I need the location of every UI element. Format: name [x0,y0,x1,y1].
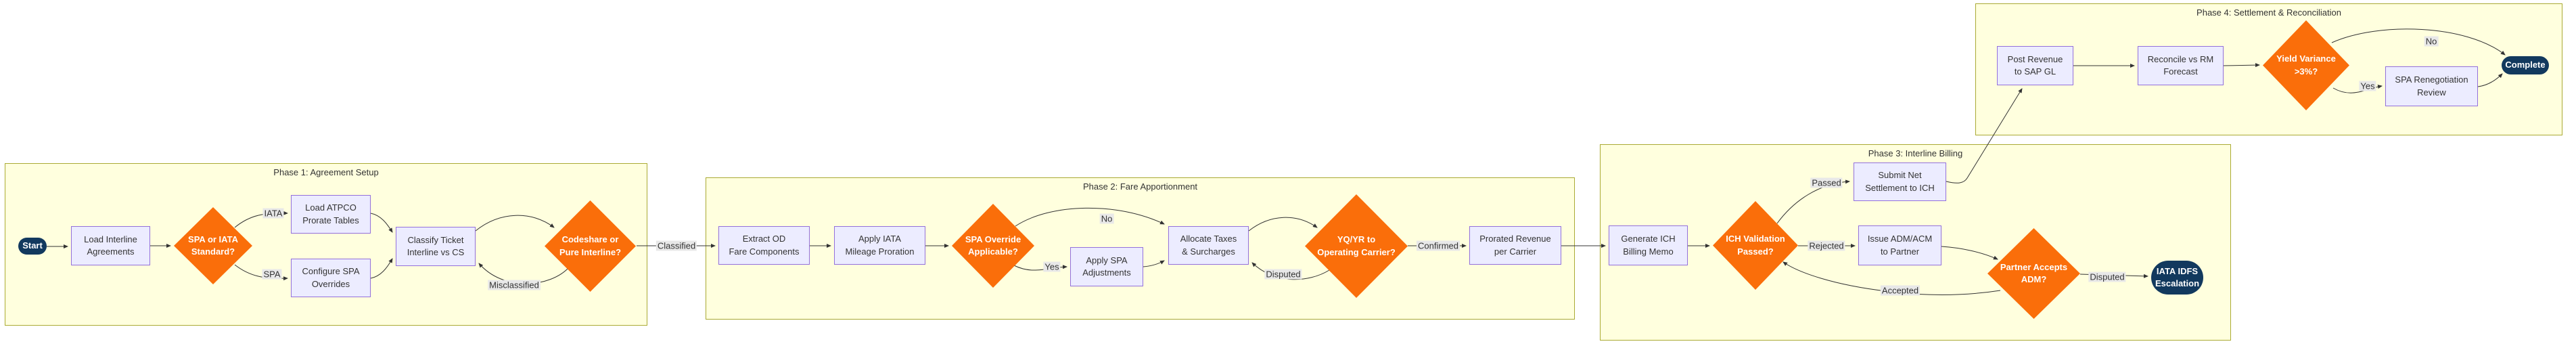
edge-label-adm-disputed: Disputed [2088,271,2126,282]
node-prorated-revenue-per-carrier: Prorated Revenue per Carrier [1469,226,1561,265]
edge-yield-variance-to-spa-renegotiation-yes [2332,85,2383,93]
decision-label: Partner Accepts ADM? [2000,261,2068,284]
node-issue-adm-acm-to-partner: Issue ADM/ACM to Partner [1858,225,1941,265]
edge-classify-to-codeshare [475,215,555,232]
node-apply-spa-adjustments: Apply SPA Adjustments [1070,247,1143,286]
edge-label-ich-rejected: Rejected [1808,240,1845,251]
node-load-interline-agreements: Load Interline Agreements [71,226,150,265]
decision-label: ICH Validation Passed? [1726,234,1785,257]
edge-label-yqyr-confirmed: Confirmed [1417,240,1460,251]
node-spa-renegotiation-review: SPA Renegotiation Review [2385,66,2478,106]
edge-spa-override-to-apply-spa-yes [1013,265,1067,271]
node-ich-validation-passed-decision: ICH Validation Passed? [1713,201,1798,290]
edge-label-yield-yes: Yes [2359,81,2376,91]
node-reconcile-vs-rm-forecast: Reconcile vs RM Forecast [2138,46,2224,85]
edge-label-spa: SPA [262,269,282,280]
edge-load-atpco-to-classify [370,213,393,233]
decision-label: SPA or IATA Standard? [188,234,238,257]
edge-issue-adm-to-partner-accepts [1941,246,1998,260]
node-configure-spa-overrides: Configure SPA Overrides [291,259,371,297]
edge-spa-renegotiation-to-complete [2477,73,2503,87]
edge-label-iata: IATA [262,208,284,219]
node-load-atpco-prorate-tables: Load ATPCO Prorate Tables [291,195,371,234]
edge-label-yqyr-disputed: Disputed [1264,269,1302,280]
node-spa-override-applicable-decision: SPA Override Applicable? [952,204,1034,288]
edge-allocate-to-yqyr [1248,217,1318,232]
node-yqyr-to-operating-carrier-decision: YQ/YR to Operating Carrier? [1305,194,1408,298]
edge-label-yield-no: No [2424,36,2439,47]
decision-label: SPA Override Applicable? [965,234,1021,257]
decision-label: Codeshare or Pure Interline? [559,234,622,257]
node-complete: Complete [2502,56,2549,74]
node-spa-or-iata-standard-decision: SPA or IATA Standard? [174,207,252,284]
node-classify-ticket: Classify Ticket Interline vs CS [396,227,476,266]
edge-label-misclassified: Misclassified [488,280,540,290]
edge-label-classified: Classified [656,240,697,251]
node-generate-ich-billing-memo: Generate ICH Billing Memo [1609,225,1688,265]
edge-label-spa-override-no: No [1099,213,1114,224]
node-partner-accepts-adm-decision: Partner Accepts ADM? [1987,228,2080,319]
node-extract-od-fare-components: Extract OD Fare Components [718,226,810,265]
phase-1-title: Phase 1: Agreement Setup [273,167,379,177]
node-allocate-taxes-surcharges: Allocate Taxes & Surcharges [1168,226,1249,265]
edge-label-adm-accepted: Accepted [1880,285,1920,296]
edge-yqyr-to-allocate-disputed [1251,262,1330,280]
edge-apply-spa-to-allocate [1143,260,1165,267]
node-yield-variance-decision: Yield Variance >3%? [2263,20,2349,110]
node-apply-iata-mileage-proration: Apply IATA Mileage Proration [834,226,925,265]
edge-spa-override-to-allocate-no [1015,207,1165,227]
node-codeshare-or-pure-interline-decision: Codeshare or Pure Interline? [545,200,636,292]
node-start: Start [18,238,47,255]
edge-yield-variance-to-complete-no [2331,28,2506,56]
decision-label: YQ/YR to Operating Carrier? [1317,234,1396,257]
edge-submit-net-to-post-revenue [1946,88,2023,183]
phase-2-title: Phase 2: Fare Apportionment [1082,181,1198,192]
phase-4-title: Phase 4: Settlement & Reconciliation [2196,7,2341,18]
edge-label-spa-override-yes: Yes [1043,261,1061,272]
decision-label: Yield Variance >3%? [2276,53,2336,77]
edge-reconcile-to-yield-variance [2223,63,2260,68]
edge-configure-spa-to-classify [370,258,393,279]
edge-label-ich-passed: Passed [1810,177,1843,188]
node-submit-net-settlement-to-ich: Submit Net Settlement to ICH [1854,162,1946,201]
node-post-revenue-to-sap-gl: Post Revenue to SAP GL [1997,46,2073,85]
phase-3-title: Phase 3: Interline Billing [1868,148,1963,158]
node-iata-idfs-escalation: IATA IDFS Escalation [2151,261,2203,295]
